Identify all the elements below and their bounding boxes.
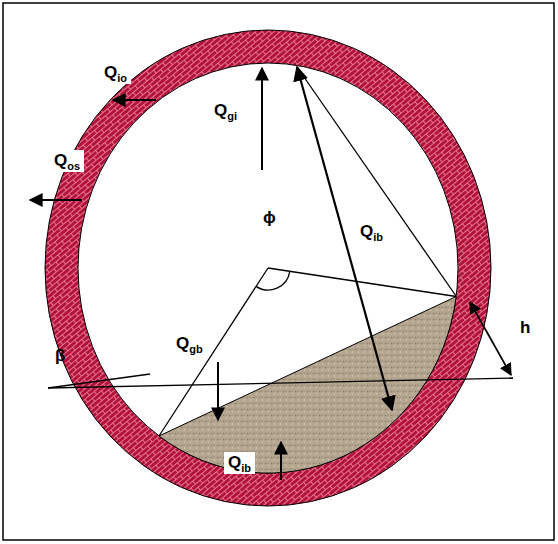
heat-flow-label: Qib <box>360 222 383 242</box>
heat-flow-arrow <box>30 199 82 201</box>
dimension-label: h <box>520 318 530 338</box>
angle-arc <box>256 271 290 290</box>
heat-flow-label: Qio <box>100 62 131 84</box>
angle-line <box>48 378 513 388</box>
heat-flow-label: Qib <box>224 452 255 474</box>
figure-frame <box>3 3 554 540</box>
heat-flow-arrow <box>217 362 219 420</box>
radiation-arrow <box>297 67 392 410</box>
radius-line <box>268 268 456 297</box>
kiln-wall <box>45 30 491 506</box>
heat-flow-arrow <box>261 68 263 170</box>
radius-line <box>159 268 268 436</box>
angle-label: β <box>55 346 65 366</box>
heat-flow-arrow <box>280 442 282 480</box>
heat-flow-arrow <box>113 99 156 101</box>
dimension-arrow <box>470 302 511 375</box>
angle-label: ϕ <box>263 208 276 228</box>
heat-flow-label: Qgi <box>210 100 241 122</box>
radiation-line <box>297 67 456 296</box>
heat-flow-label: Qgb <box>176 334 203 354</box>
heat-flow-label: Qos <box>50 150 84 172</box>
